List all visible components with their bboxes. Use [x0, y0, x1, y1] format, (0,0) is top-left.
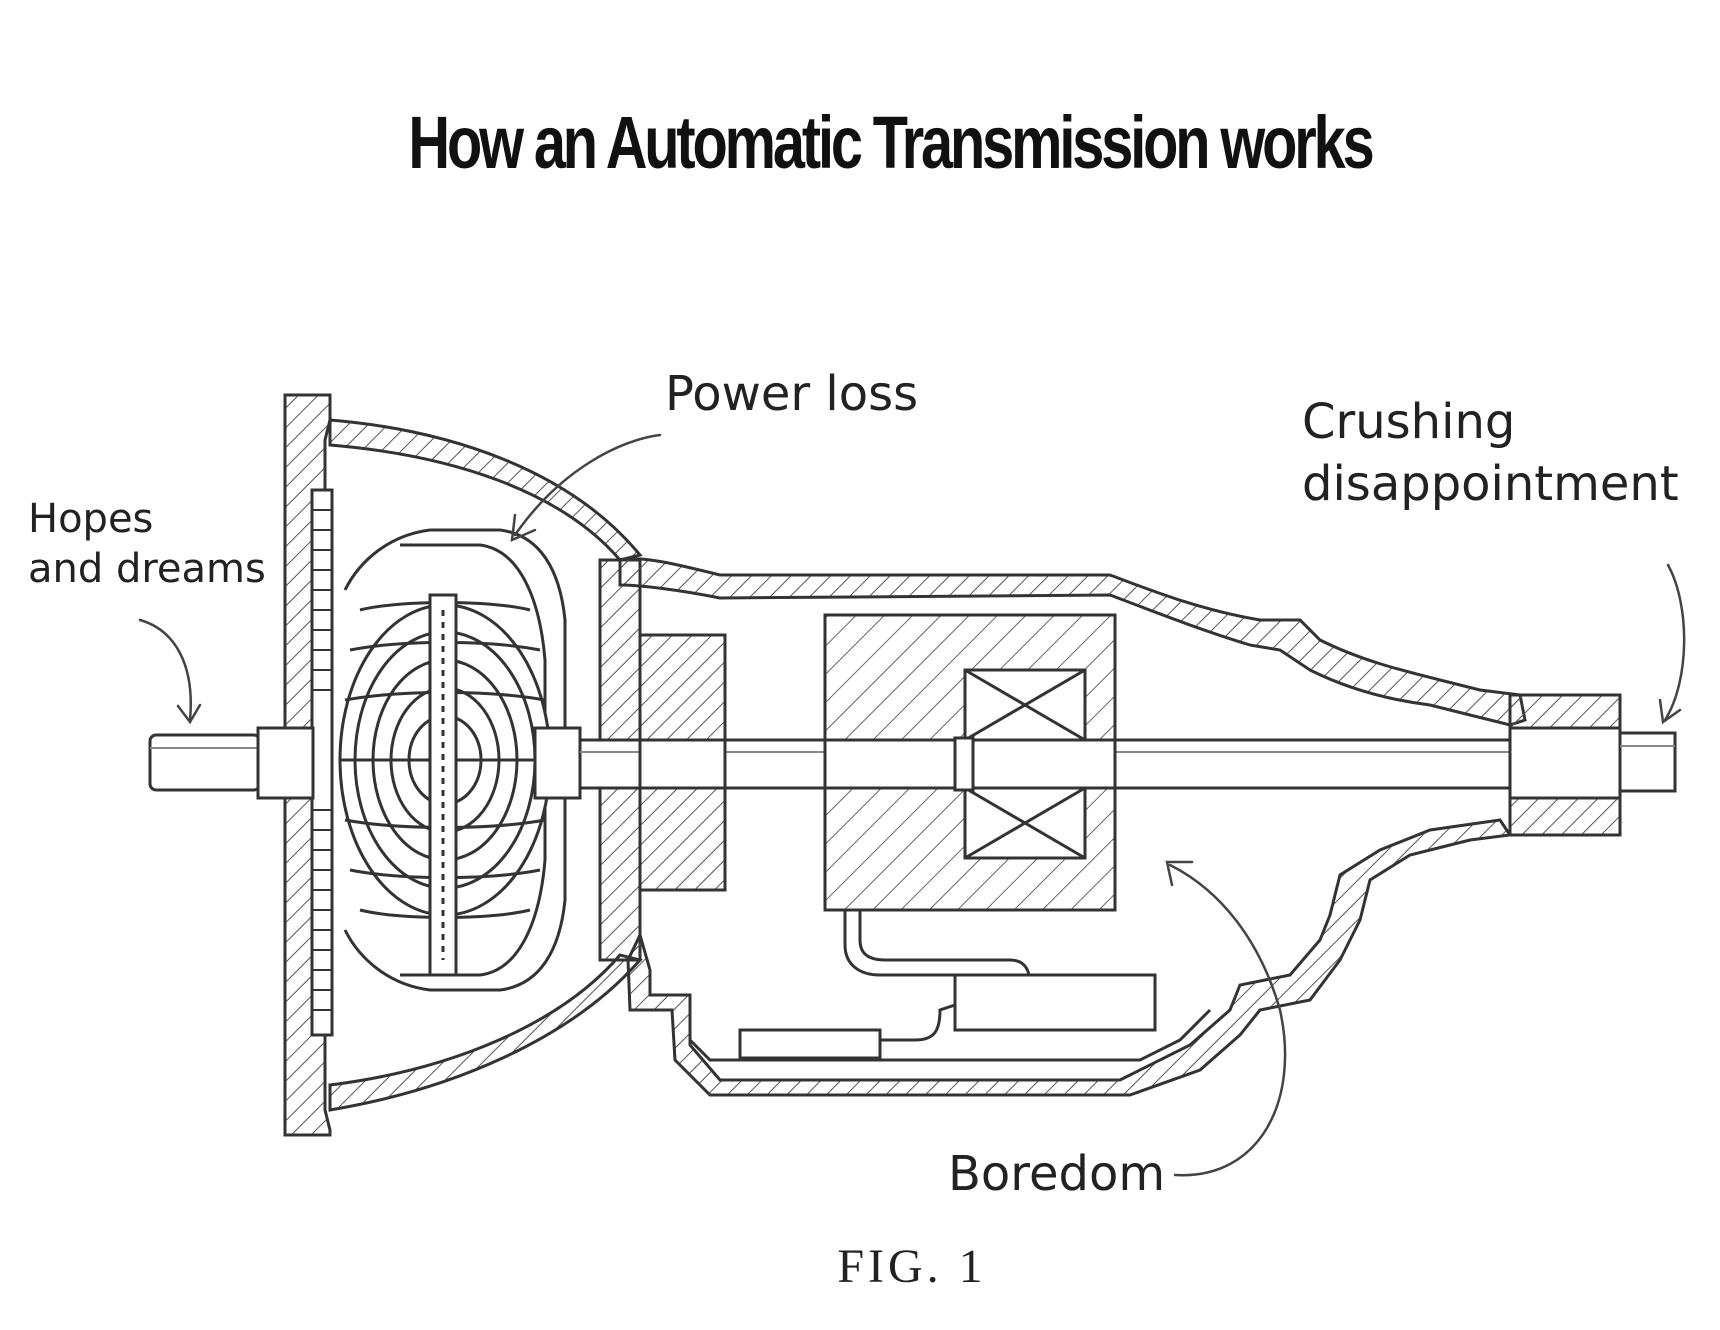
- arrow-power-loss: [513, 433, 662, 537]
- figure-caption: FIG. 1: [837, 1240, 986, 1293]
- valve-body: [953, 973, 1157, 1032]
- drive-plate: [310, 488, 334, 1037]
- page-title: How an Automatic Transmission works: [408, 101, 1374, 184]
- label-output-line2: disappointment: [1302, 456, 1679, 512]
- label-bottom: Boredom: [948, 1146, 1165, 1202]
- label-power-loss: Power loss: [665, 366, 918, 422]
- solenoid: [738, 1028, 882, 1060]
- rear-bearing: [1508, 726, 1622, 800]
- label-output: Crushing disappointment: [1302, 394, 1679, 512]
- arrow-boredom: [1168, 863, 1287, 1177]
- case-bottom: [626, 818, 1513, 1097]
- label-input-line2: and dreams: [28, 546, 266, 592]
- output-shaft: [1618, 731, 1677, 793]
- label-output-line1: Crushing: [1302, 394, 1515, 450]
- arrow-hopes: [138, 618, 192, 722]
- label-input: Hopes and dreams: [28, 496, 266, 592]
- shaft-coupling: [953, 736, 975, 792]
- input-hub: [256, 726, 315, 800]
- input-shaft: [148, 733, 262, 792]
- label-input-line1: Hopes: [28, 496, 153, 542]
- arrow-crushing: [1663, 563, 1686, 722]
- converter-hub: [533, 726, 582, 800]
- bell-housing-lower: [328, 953, 643, 1112]
- drive-plate-teeth: [312, 509, 332, 1011]
- bell-housing-upper: [328, 418, 643, 562]
- sump-outline: [688, 1008, 1212, 1062]
